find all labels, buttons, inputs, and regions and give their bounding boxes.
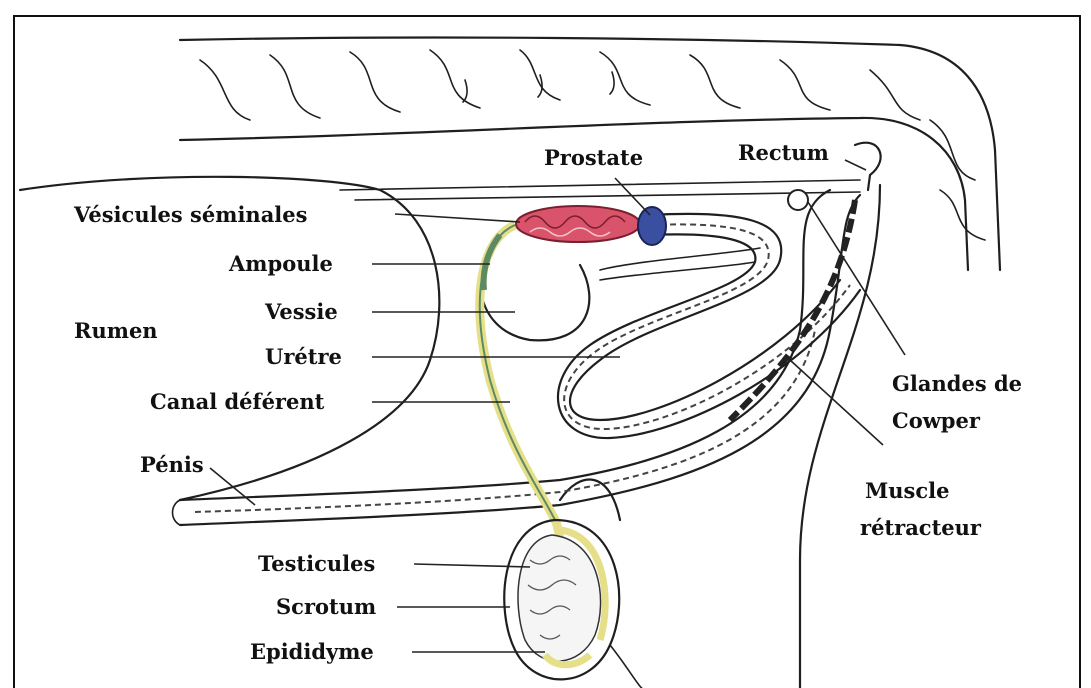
- label-glandes-de: Glandes de: [892, 371, 1022, 396]
- label-vesicules-seminales: Vésicules séminales: [73, 202, 307, 227]
- label-cowper: Cowper: [892, 408, 981, 433]
- prostate-shape: [638, 207, 666, 245]
- label-testicules: Testicules: [258, 551, 375, 576]
- label-rectum: Rectum: [738, 140, 829, 165]
- label-canal-deferent: Canal déférent: [150, 389, 325, 414]
- label-retracteur: rétracteur: [860, 515, 982, 540]
- label-uretre: Urétre: [265, 344, 342, 369]
- label-epididyme: Epididyme: [250, 639, 374, 664]
- label-prostate: Prostate: [544, 145, 643, 170]
- seminal-vesicles: [516, 206, 640, 242]
- cowper-gland: [788, 190, 808, 210]
- label-muscle: Muscle: [865, 478, 949, 503]
- label-penis: Pénis: [140, 452, 204, 477]
- label-vessie: Vessie: [264, 299, 338, 324]
- label-scrotum: Scrotum: [276, 594, 376, 619]
- label-rumen: Rumen: [74, 318, 158, 343]
- label-ampoule: Ampoule: [228, 251, 333, 276]
